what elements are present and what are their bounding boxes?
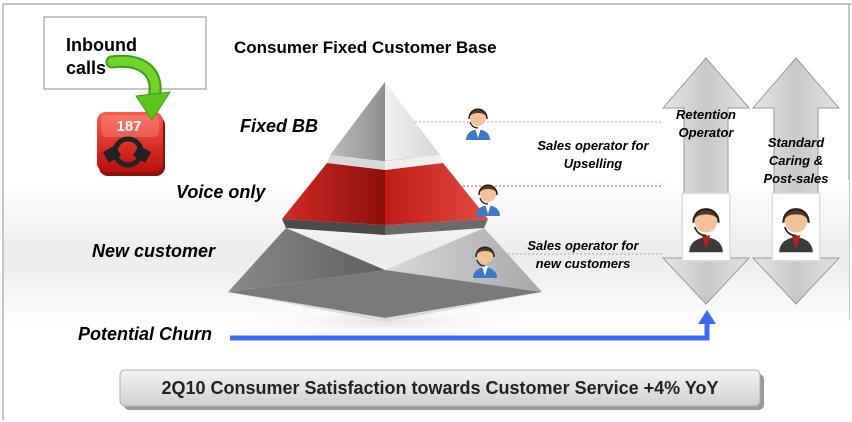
pyramid-tier-fixed-bb-right xyxy=(385,82,440,161)
diagram-title: Consumer Fixed Customer Base xyxy=(234,38,497,57)
churn-arrow xyxy=(230,310,716,341)
phone-187-icon xyxy=(97,112,165,176)
operator-headset-icon xyxy=(771,192,821,262)
upselling-operator-label: Sales operator for Upselling xyxy=(537,138,649,171)
level-fixed-bb: Fixed BB xyxy=(240,116,319,136)
pyramid-tier-voice-only-left xyxy=(282,163,385,225)
pyramid-tier-voice-only-right xyxy=(385,163,488,225)
standard-caring-label: Standard Caring & Post-sales xyxy=(763,135,829,186)
inbound-calls-label: Inbound calls xyxy=(66,35,137,78)
level-new-customer: New customer xyxy=(92,241,216,261)
operator-headset-icon xyxy=(473,246,497,278)
phone-number-label: 187 xyxy=(116,118,142,135)
operator-headset-icon xyxy=(466,108,490,140)
satisfaction-banner xyxy=(119,369,761,407)
pyramid xyxy=(228,82,542,322)
pyramid-tier-new-customer-right xyxy=(385,228,542,292)
pyramid-tier-fixed-bb-left xyxy=(330,82,385,161)
banner-text: 2Q10 Consumer Satisfaction towards Custo… xyxy=(161,378,719,398)
new-customers-operator-label: Sales operator for new customers xyxy=(527,238,639,271)
inbound-calls-box xyxy=(43,16,207,90)
retention-operator-label: Retention Operator xyxy=(676,107,736,140)
inbound-arrow xyxy=(105,54,171,121)
potential-churn-label: Potential Churn xyxy=(78,324,212,344)
pyramid-base xyxy=(228,270,542,318)
operator-headset-icon xyxy=(681,192,731,262)
operator-headset-icon xyxy=(476,184,500,216)
level-voice-only: Voice only xyxy=(176,182,266,202)
pyramid-tier-new-customer-left xyxy=(228,228,385,292)
